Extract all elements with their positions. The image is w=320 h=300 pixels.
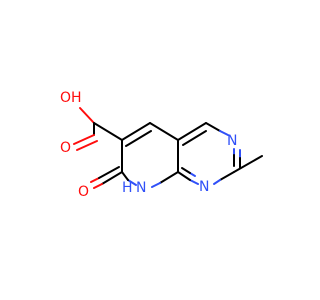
bond-c7-n8 xyxy=(121,171,129,181)
bond-c2-methyl xyxy=(233,155,263,173)
bond-c-eq-o-1 xyxy=(73,134,95,145)
bond-c4a-c4 xyxy=(177,122,207,141)
bond-c-eq-o-2 xyxy=(76,140,98,151)
bond-c2-n1 xyxy=(219,171,235,181)
bond-c6-c5-double xyxy=(125,130,152,147)
bond-c5-c4a xyxy=(149,122,179,141)
nh-nitrogen-label: N xyxy=(136,180,146,196)
hydroxyl-label: OH xyxy=(60,90,82,106)
bond-n1-c8a-double xyxy=(181,167,191,174)
bond-c8a-n8 xyxy=(159,171,179,184)
nh-hydrogen-label: H xyxy=(122,180,133,196)
structure-diagram: OH O O H N N N xyxy=(60,90,263,200)
pyrimidine-n1-label: N xyxy=(199,179,209,195)
acid-carbonyl-oxygen-label: O xyxy=(60,140,71,156)
bond-c4-n3 xyxy=(205,122,221,132)
bond-c7-o xyxy=(101,171,123,185)
ring-carbonyl-oxygen-label: O xyxy=(78,184,89,200)
molecule-canvas: OH O O H N N N xyxy=(60,90,263,200)
bond-c7-o-red xyxy=(93,183,103,189)
bond-n8-c8a-blue xyxy=(151,182,161,188)
bond-c7-o-red-double xyxy=(90,177,100,183)
bond-acid-c-ring xyxy=(93,122,123,141)
bond-n1-c8a-blue xyxy=(189,179,199,185)
bond-n8-c7-blue xyxy=(127,179,137,186)
bond-c2-n1-blue xyxy=(213,179,221,185)
bond-c4-n3-blue xyxy=(219,130,229,136)
bond-c7-o-double xyxy=(98,166,120,179)
bond-c-oh xyxy=(79,107,95,124)
bond-c4a-c4-double xyxy=(182,130,207,146)
bond-c6-c5 xyxy=(121,122,151,141)
bond-n1-c8a xyxy=(177,171,191,181)
pyrimidine-n3-label: N xyxy=(227,133,237,149)
